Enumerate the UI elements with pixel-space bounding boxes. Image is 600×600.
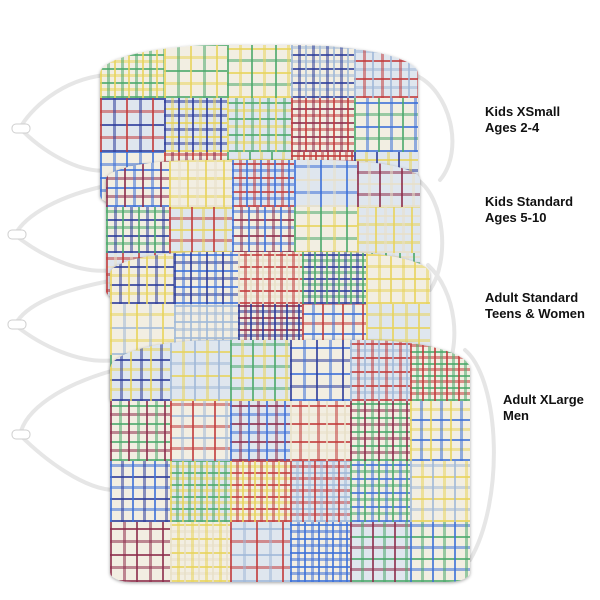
ear-loop — [17, 73, 112, 173]
plaid-patch — [238, 252, 302, 304]
plaid-patch — [410, 521, 470, 582]
plaid-patch — [290, 45, 355, 99]
size-name: Kids XSmall — [485, 104, 561, 119]
plaid-patch — [168, 206, 232, 254]
size-ages: Ages 5-10 — [485, 210, 547, 225]
plaid-patch — [354, 45, 418, 99]
plaid-patch — [290, 340, 350, 401]
plaid-patch — [170, 400, 230, 461]
plaid-patch — [100, 98, 164, 152]
plaid-patch — [174, 252, 238, 304]
plaid-patch — [294, 160, 358, 207]
ear-loop — [17, 368, 117, 492]
plaid-patch — [354, 98, 418, 152]
plaid-patch — [290, 461, 350, 522]
plaid-patch — [110, 521, 170, 582]
plaid-patch — [230, 461, 290, 522]
plaid-patch — [170, 461, 230, 522]
ear-loop — [416, 178, 445, 292]
plaid-patch — [168, 160, 232, 207]
plaid-patch — [106, 206, 169, 254]
plaid-patch — [350, 521, 410, 582]
plaid-patch — [302, 252, 366, 304]
mask-adult-xlarge — [110, 340, 470, 582]
ear-loop — [12, 183, 114, 273]
plaid-patch — [110, 400, 170, 461]
plaid-patch — [350, 340, 410, 401]
plaid-patch — [110, 461, 170, 522]
ear-loop — [463, 348, 496, 562]
size-ages: Men — [503, 408, 529, 423]
size-ages: Ages 2-4 — [485, 120, 540, 135]
plaid-patch — [290, 521, 350, 582]
size-name: Adult XLarge — [503, 392, 584, 407]
size-name: Kids Standard — [485, 194, 574, 209]
plaid-patch — [227, 98, 291, 152]
plaid-patch — [350, 400, 410, 461]
plaid-patch — [290, 98, 355, 152]
plaid-patch — [231, 160, 295, 207]
plaid-patch — [290, 400, 350, 461]
plaid-patch — [230, 400, 290, 461]
plaid-patch — [350, 461, 410, 522]
plaid-patch — [170, 340, 230, 401]
plaid-patch — [410, 400, 470, 461]
plaid-patch — [357, 206, 420, 254]
plaid-patch — [163, 98, 228, 152]
plaid-patch — [110, 252, 174, 304]
size-ages: Teens & Women — [485, 306, 585, 321]
ear-loop — [12, 278, 117, 363]
plaid-patch — [170, 521, 230, 582]
ear-loop — [413, 73, 455, 182]
plaid-patch — [366, 252, 430, 304]
plaid-patch — [106, 160, 169, 207]
size-name: Adult Standard — [485, 290, 579, 305]
plaid-patch — [230, 521, 290, 582]
plaid-patch — [231, 206, 295, 254]
plaid-patch — [410, 461, 470, 522]
plaid-patch — [227, 45, 291, 99]
plaid-patch — [163, 45, 228, 99]
plaid-patch — [230, 340, 290, 401]
plaid-patch — [294, 206, 358, 254]
